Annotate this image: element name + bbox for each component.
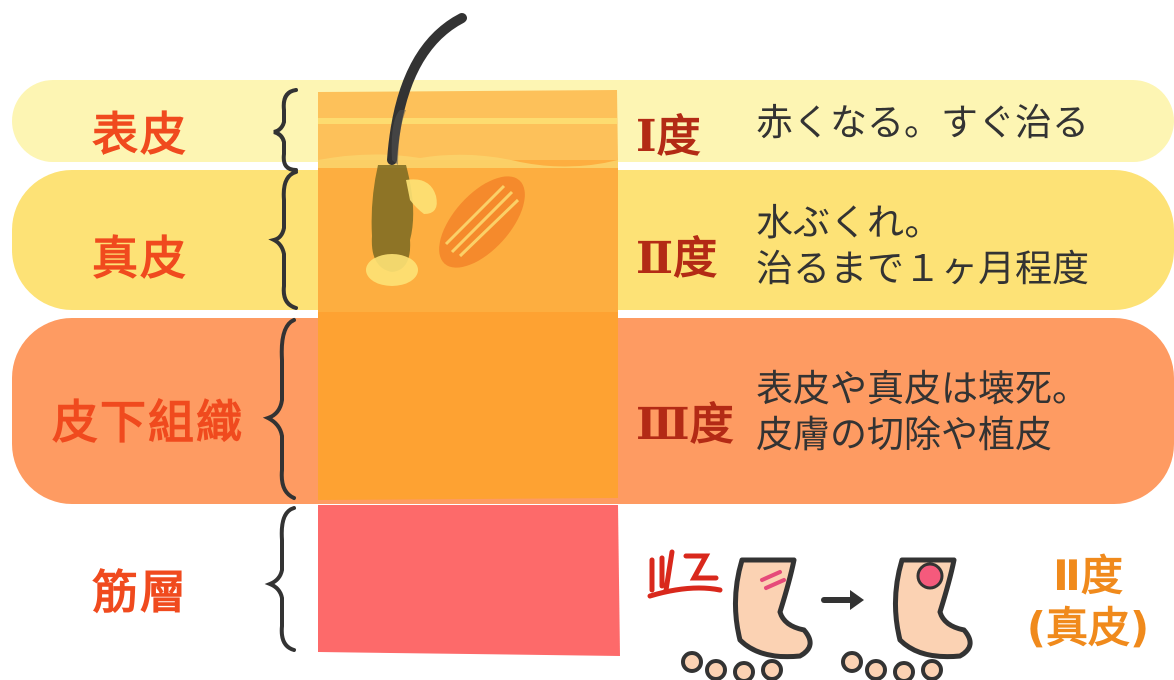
label-subcutaneous: 皮下組織: [52, 395, 244, 449]
degree-2-line-1: 水ぶくれ。: [756, 201, 942, 244]
muscle-block: [318, 505, 620, 656]
subcutaneous-block: [318, 312, 618, 500]
degree-1-description: 赤くなる。すぐ治る: [756, 100, 1089, 146]
degree-2-description: 水ぶくれ。 治るまで１ヶ月程度: [756, 200, 1089, 292]
degree-1-label: Ⅰ度: [636, 111, 701, 162]
label-epidermis: 表皮: [92, 107, 188, 161]
degree-1-line-1: 赤くなる。すぐ治る: [756, 101, 1089, 144]
degree-3-line-2: 皮膚の切除や植皮: [756, 413, 1052, 456]
leg-blister-icon: [841, 557, 973, 680]
brace-icon: [268, 170, 298, 310]
brace-icon: [273, 88, 298, 172]
result-layer: (真皮): [1026, 603, 1150, 652]
brace-icon: [264, 506, 296, 652]
degree-3-label: Ⅲ度: [636, 399, 734, 450]
arrow-right-icon: [821, 590, 864, 610]
degree-3-line-1: 表皮や真皮は壊死。: [756, 367, 1089, 410]
label-muscle: 筋層: [92, 565, 188, 619]
illustration-result-label: Ⅱ度 (真皮): [1008, 550, 1168, 654]
degree-3-description: 表皮や真皮は壊死。 皮膚の切除や植皮: [756, 366, 1089, 458]
sound-effect-ju: [647, 549, 723, 599]
degree-2-line-2: 治るまで１ヶ月程度: [756, 247, 1089, 290]
result-degree: Ⅱ度: [1053, 551, 1123, 600]
hair-icon: [366, 13, 467, 286]
muscle-fiber-icon: [439, 176, 525, 268]
label-dermis: 真皮: [92, 231, 188, 285]
epidermis-inner-line: [318, 118, 617, 124]
epidermis-block: [318, 90, 618, 162]
degree-2-label: Ⅱ度: [636, 233, 718, 284]
leg-burn-icon: [681, 557, 813, 680]
brace-icon: [262, 318, 296, 500]
